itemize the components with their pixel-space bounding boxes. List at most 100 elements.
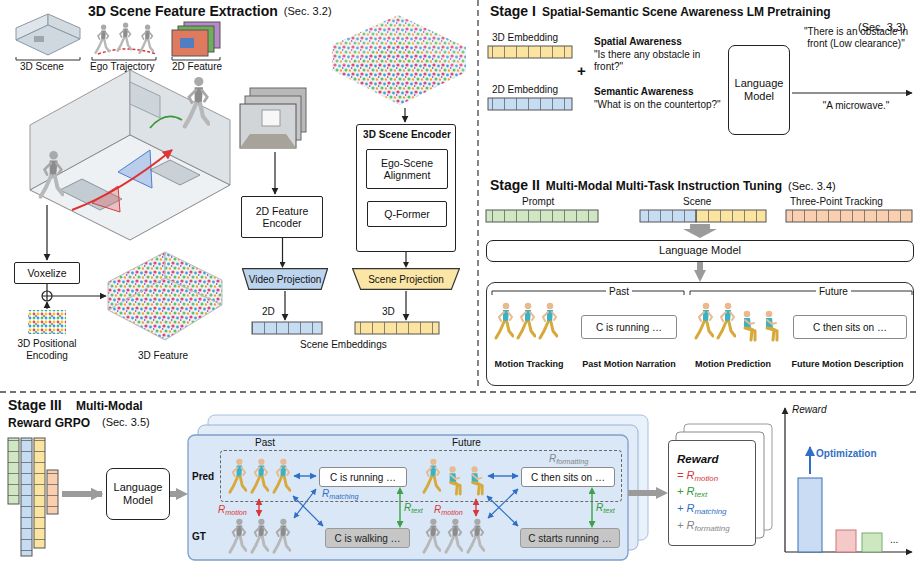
positional-encoding-dots	[28, 310, 66, 334]
subscript: motion	[441, 508, 463, 517]
embedding-bar-part	[488, 46, 572, 58]
connector	[399, 494, 400, 521]
node-text: Language Model	[731, 77, 787, 103]
plus-sign: +	[577, 62, 586, 80]
motion-figures-part	[766, 311, 777, 340]
embedding-bar-part	[640, 210, 766, 222]
flow-arrow	[628, 490, 656, 496]
motion-figures-part	[424, 519, 440, 553]
embedding-bar-part	[21, 438, 32, 556]
reward-chart-part	[809, 447, 811, 474]
arrow-part	[274, 152, 275, 194]
embedding-bar-part	[252, 322, 322, 334]
token-label: Prompt	[522, 196, 554, 208]
video-frames-part	[240, 104, 296, 148]
prediction-box: PredRformattingC is running …C then sits…	[220, 450, 622, 502]
reward-term: + Rformatting	[677, 518, 730, 535]
trapezoid-shape	[353, 269, 460, 290]
reward-chart-part	[784, 408, 785, 552]
motion-figures-part	[230, 519, 246, 553]
embedding-bar-part	[34, 438, 45, 548]
motion-figures-part	[274, 519, 290, 553]
reward-term: Rtext	[596, 502, 615, 516]
panel-divider	[0, 0, 920, 392]
motion-figures-part	[518, 303, 535, 338]
feature-thumbnail	[172, 22, 220, 56]
motion-figures	[496, 303, 777, 340]
input-label: 2D Feature	[172, 61, 222, 73]
voxel-feature-render-part	[108, 278, 222, 340]
section-title: 3D Scene Feature Extraction	[88, 3, 278, 20]
arrow-part	[46, 205, 47, 260]
text-output-box: C then sits on …	[521, 467, 615, 487]
motion-figures-part	[252, 459, 268, 493]
arrow-part	[792, 92, 912, 93]
model-box: Language Model	[486, 240, 914, 262]
arrow-part	[46, 284, 47, 291]
question-text: "Is there any obstacle in front?"	[594, 49, 722, 73]
video-frames-part	[262, 110, 280, 126]
text-output-box: C is running …	[319, 467, 407, 487]
row-label: GT	[192, 531, 206, 543]
process-box: Voxelize	[14, 262, 80, 284]
subscript: motion	[694, 474, 718, 483]
node-text: Video Projection	[249, 274, 322, 285]
node-text: C then sits on …	[531, 472, 605, 483]
point-cloud-render-part	[332, 40, 466, 105]
motion-figures	[230, 459, 484, 553]
task-caption: Motion Tracking	[487, 359, 571, 370]
embedding-bar-part	[21, 438, 32, 556]
motion-figures-part	[449, 466, 460, 494]
rollout-stack	[188, 415, 648, 560]
module-box: Q-Former	[367, 201, 447, 227]
reward-arrow-part	[488, 489, 518, 518]
reward-chart-part	[862, 533, 882, 552]
text-output-box: C then sits on …	[793, 315, 907, 339]
embedding-bar-part	[488, 98, 572, 110]
motion-figures-part	[540, 303, 557, 338]
ellipsis: ...	[890, 534, 898, 546]
embedding-label: 2D Embedding	[492, 84, 558, 96]
reward-chart-part	[836, 530, 856, 552]
ego-trajectory-thumbnail	[96, 23, 156, 54]
reward-box: Reward= Rmotion+ Rtext+ Rmatching+ Rform…	[668, 440, 756, 546]
stage-title: Multi-Modal Multi-Task Instruction Tunin…	[546, 179, 782, 193]
embedding-bar-part	[488, 98, 572, 110]
token-label: Scene	[683, 196, 711, 208]
task-heading: Semantic Awareness	[594, 86, 694, 98]
node-text: Ego-Scene Alignment	[370, 157, 444, 181]
bracket-line-part	[690, 291, 912, 295]
node-text: Language Model	[109, 481, 167, 507]
scene-render-part	[130, 82, 160, 118]
embedding-label: 3D	[382, 306, 395, 318]
time-label: Past	[606, 286, 632, 298]
subscript: text	[694, 491, 707, 500]
motion-figures-part	[718, 303, 735, 338]
arrow-part	[46, 302, 47, 309]
motion-figures-part	[230, 459, 246, 493]
reward-term: Rformatting	[549, 453, 588, 467]
panel-divider-part	[477, 0, 478, 388]
scene-render-part	[30, 135, 230, 240]
scene-render-part	[72, 150, 172, 210]
block-arrow	[62, 491, 102, 497]
motion-figures-part	[496, 303, 513, 338]
reward-arrow-part	[488, 475, 518, 476]
bracket	[16, 57, 220, 60]
subscript: formatting	[556, 457, 588, 466]
scene-thumbnail-part	[34, 36, 44, 42]
embedding-bar-part	[486, 210, 598, 222]
node-text: C is running …	[330, 472, 396, 483]
stage-title: Multi-Modal Reward GRPO	[8, 398, 183, 432]
trapezoid-shape	[242, 269, 327, 290]
node-text: C is running …	[596, 322, 662, 333]
rollout-panel: PastFutureGTRmatchingRmotionRmotionPredR…	[188, 435, 628, 560]
section-ref: (Sec. 3.4)	[788, 180, 836, 193]
embedding-bar-part	[252, 322, 322, 334]
annotation: Optimization	[816, 448, 877, 460]
time-label: Past	[255, 437, 275, 449]
stage-title: Stage III	[8, 397, 62, 414]
ego-trajectory-thumbnail-part	[96, 25, 110, 53]
embedding-bar-part	[47, 470, 58, 514]
bracket-part	[172, 57, 220, 60]
